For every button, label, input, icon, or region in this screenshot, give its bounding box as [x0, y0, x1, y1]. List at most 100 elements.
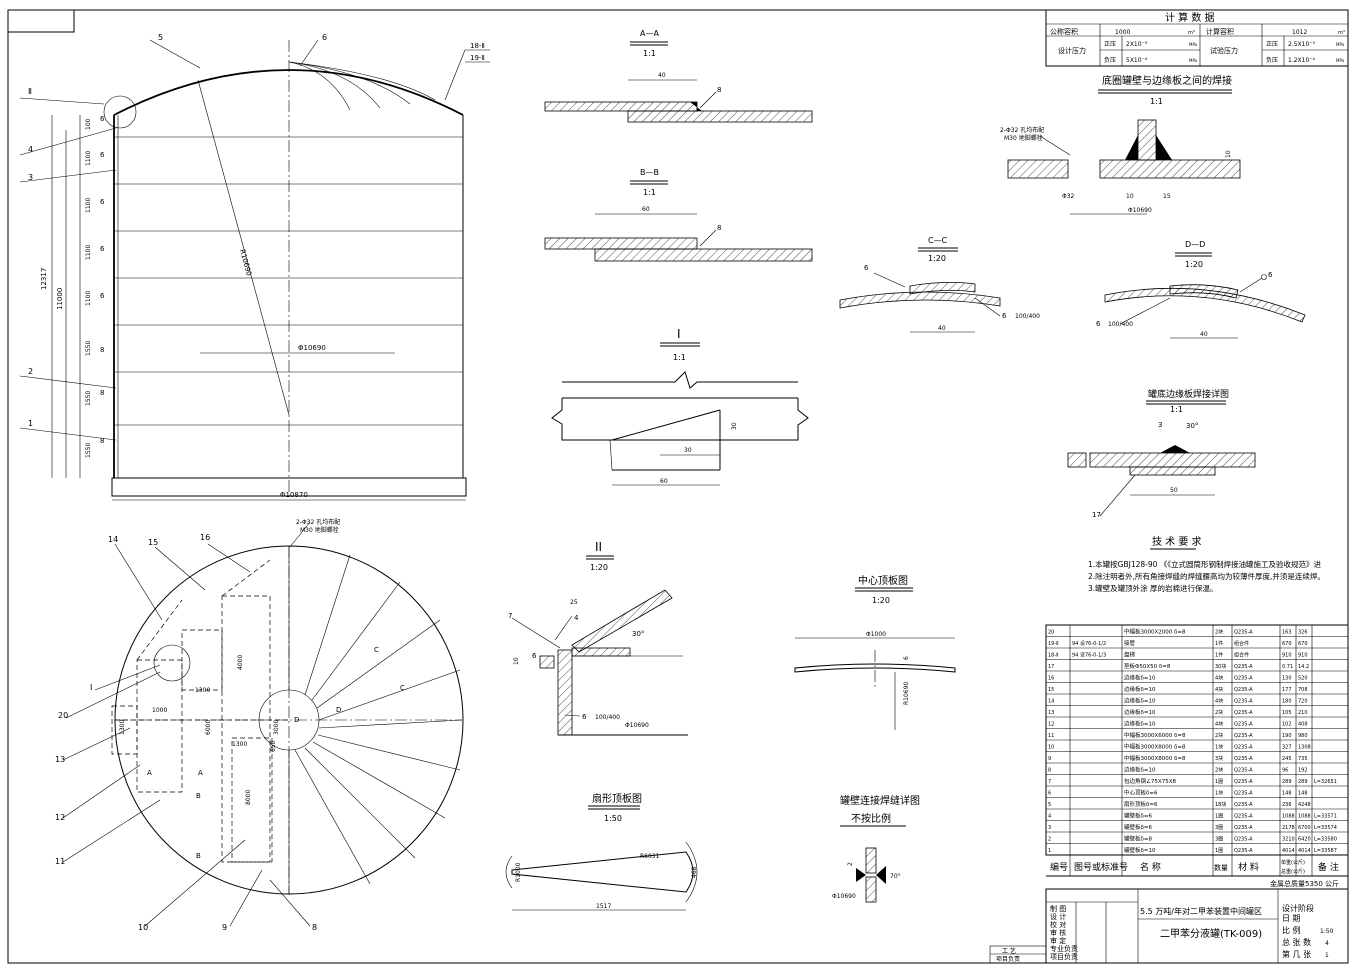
svg-text:2: 2: [28, 367, 33, 376]
svg-text:4: 4: [1325, 940, 1329, 947]
bom-cell: Q235-A: [1234, 848, 1253, 854]
svg-text:2-Φ32 孔均布配: 2-Φ32 孔均布配: [1000, 126, 1044, 134]
svg-text:6: 6: [100, 115, 105, 123]
svg-text:I: I: [90, 683, 92, 692]
bom-cell: 326: [1298, 630, 1308, 636]
bom-cell: Q235-A: [1234, 825, 1253, 831]
bom-cell: 3210: [1282, 837, 1295, 843]
bom-cell: 中幅板3000X8000 δ=8: [1124, 754, 1186, 762]
svg-text:I: I: [677, 327, 681, 341]
bom-cell: 罐壁板δ=10: [1124, 846, 1156, 854]
bom-cell: 8: [1048, 768, 1051, 774]
bom-cell: L=32651: [1314, 779, 1337, 785]
svg-text:1550: 1550: [85, 341, 92, 356]
inner-dia-label: Φ10690: [298, 344, 326, 352]
svg-text:Ⅱ: Ⅱ: [28, 87, 32, 96]
bom-cell: L=33574: [1314, 825, 1337, 831]
svg-text:6: 6: [1002, 312, 1007, 320]
bom-cell: 中幅板3000X8000 δ=8: [1124, 743, 1186, 751]
svg-text:1012: 1012: [1292, 29, 1307, 36]
svg-text:15: 15: [148, 538, 158, 547]
bom-cell: Q235-A: [1234, 733, 1253, 739]
svg-text:7: 7: [508, 612, 512, 620]
svg-text:名 称: 名 称: [1140, 861, 1161, 873]
svg-text:8: 8: [717, 224, 721, 232]
svg-text:制 图: 制 图: [1050, 904, 1066, 913]
svg-text:C: C: [400, 684, 405, 692]
bom-cell: 7: [1048, 779, 1051, 785]
bom-cell: 6: [1048, 791, 1051, 797]
bom-cell: 30块: [1215, 663, 1226, 670]
svg-text:B: B: [196, 852, 201, 860]
svg-text:Φ10690: Φ10690: [625, 722, 649, 729]
svg-text:60: 60: [642, 206, 650, 213]
bom-cell: 4块: [1215, 721, 1223, 728]
svg-text:6: 6: [1096, 320, 1101, 328]
svg-text:1:1: 1:1: [1150, 97, 1163, 106]
svg-text:6: 6: [864, 264, 869, 272]
svg-text:3000: 3000: [273, 720, 280, 735]
svg-text:负压: 负压: [1266, 56, 1278, 64]
svg-text:2.除注明者外,所有角接焊缝的焊缝腰高均为较薄件厚度,并须是: 2.除注明者外,所有角接焊缝的焊缝腰高均为较薄件厚度,并须是连续焊。: [1088, 571, 1325, 581]
bom-cell: 15: [1048, 687, 1054, 693]
svg-text:4: 4: [28, 145, 33, 154]
svg-text:公称容积: 公称容积: [1050, 27, 1078, 36]
bom-cell: 14.2: [1298, 664, 1309, 670]
bom-cell: 327: [1282, 745, 1292, 751]
bom-cell: 3圈: [1215, 837, 1223, 843]
bom-cell: 边缘板δ=10: [1124, 674, 1156, 682]
bom-cell: 2块: [1215, 767, 1223, 774]
diagonal-label: R10690: [238, 248, 253, 276]
bom-cell: 16: [1048, 676, 1054, 682]
bom-cell: 扇形顶板δ=6: [1124, 800, 1158, 808]
svg-text:6: 6: [1268, 271, 1273, 279]
svg-text:1:50: 1:50: [604, 814, 622, 823]
svg-text:10: 10: [1225, 150, 1232, 158]
bom-cell: 罐壁板δ=6: [1124, 823, 1152, 831]
svg-text:8: 8: [717, 86, 721, 94]
svg-text:6: 6: [100, 198, 105, 206]
bom-cell: 4014: [1282, 848, 1295, 854]
bom-cell: 罐壁板δ=8: [1124, 835, 1152, 843]
svg-text:3: 3: [28, 173, 33, 182]
bom-cell: 210: [1298, 710, 1308, 716]
svg-text:17: 17: [1092, 511, 1101, 519]
bom-cell: 245: [1282, 756, 1292, 762]
bom-cell: 408: [1298, 722, 1308, 728]
svg-text:1517: 1517: [596, 903, 611, 910]
bom-cell: 4块: [1215, 698, 1223, 705]
bom-cell: 2块: [1215, 732, 1223, 739]
bom-cell: 罐壁板δ=6: [1124, 812, 1152, 820]
bom-cell: 1: [1048, 848, 1051, 854]
svg-text:650: 650: [270, 740, 277, 752]
bom-cell: 14: [1048, 699, 1054, 705]
bom-cell: Q235-A: [1234, 699, 1253, 705]
bom-cell: 4块: [1215, 686, 1223, 693]
svg-text:正压: 正压: [1104, 41, 1116, 48]
calc-data-table: 计 算 数 据 公称容积 1000 m³ 计算容积 1012 m³ 设计压力 试…: [1045, 9, 1349, 67]
detail-bottom-weld: 底圈罐壁与边缘板之间的焊接 1:1 2-Φ32 孔均布配 M30 地脚螺栓 Φ3…: [1000, 74, 1241, 215]
svg-text:编号: 编号: [1050, 861, 1068, 873]
bom-cell: 720: [1298, 699, 1308, 705]
aa-title: A—A: [640, 29, 659, 38]
svg-text:MPa: MPa: [1189, 42, 1198, 47]
bom-cell: 1件: [1215, 640, 1223, 647]
svg-text:R10690: R10690: [903, 682, 910, 705]
bom-cell: 910: [1282, 653, 1292, 659]
bom-cell: 163: [1282, 630, 1292, 636]
bom-cell: 中幅板3000X2000 δ=8: [1124, 628, 1186, 636]
svg-text:工 艺: 工 艺: [1002, 947, 1016, 955]
svg-text:9: 9: [222, 923, 227, 932]
svg-text:1100: 1100: [85, 245, 92, 260]
bom-cell: 102: [1282, 722, 1292, 728]
svg-text:1550: 1550: [85, 443, 92, 458]
svg-text:30: 30: [731, 422, 738, 430]
svg-text:70°: 70°: [890, 873, 901, 880]
svg-text:4: 4: [574, 614, 579, 622]
svg-text:1:1: 1:1: [673, 353, 686, 362]
outer-dia-label: Φ10870: [280, 491, 308, 499]
svg-text:底圈罐壁与边缘板之间的焊接: 底圈罐壁与边缘板之间的焊接: [1102, 74, 1232, 87]
svg-text:3.罐壁及罐顶外涂 厚的岩棉进行保温。: 3.罐壁及罐顶外涂 厚的岩棉进行保温。: [1088, 583, 1218, 593]
bom-cell: 6700: [1298, 825, 1311, 831]
svg-text:3: 3: [1158, 421, 1162, 429]
